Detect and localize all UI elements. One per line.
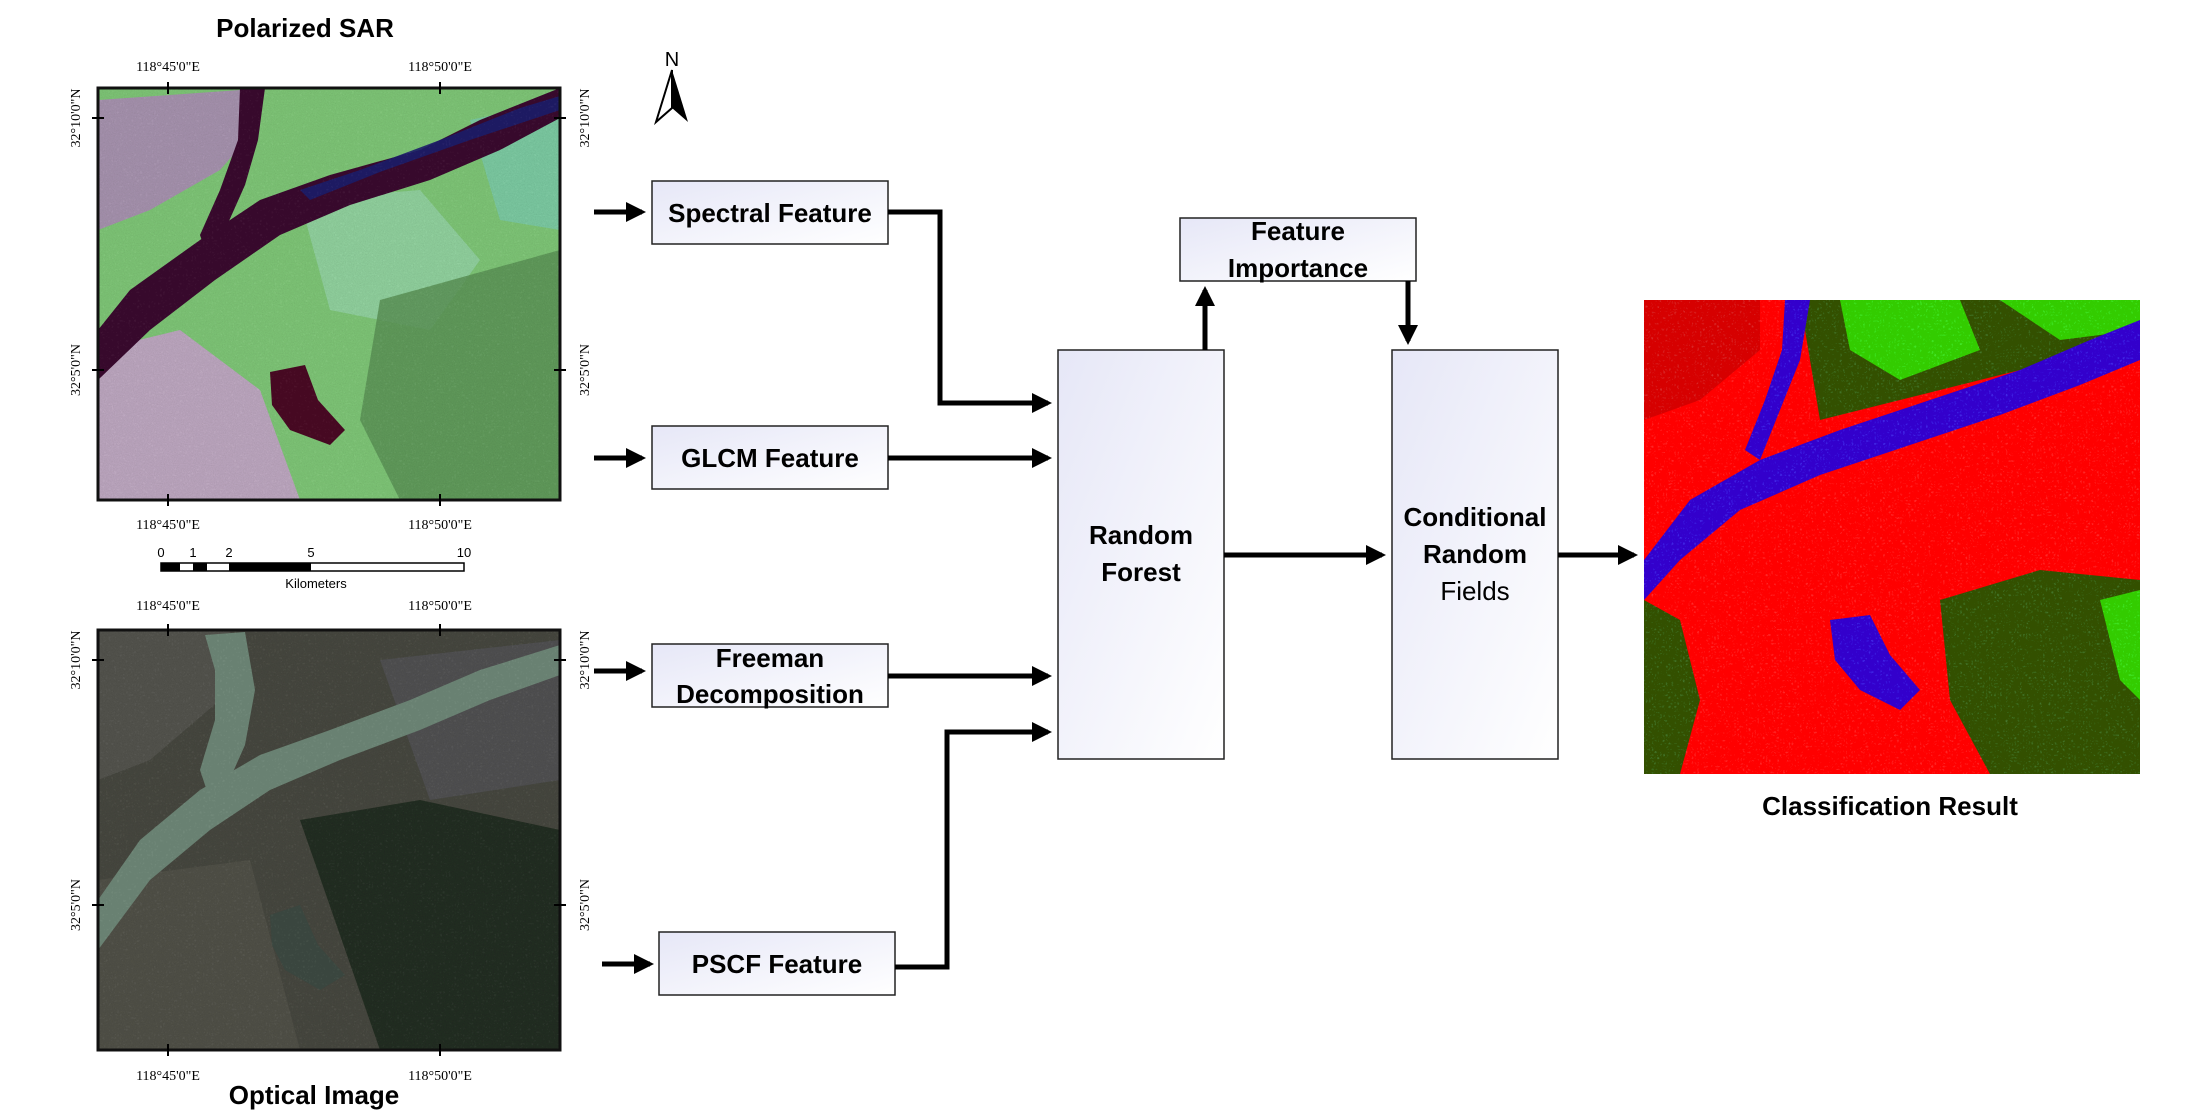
sar-title: Polarized SAR bbox=[216, 13, 394, 43]
optical-map bbox=[92, 624, 566, 1056]
optical-lat-right-top: 32°10'0"N bbox=[578, 631, 593, 690]
optical-lat-right-bottom: 32°5'0"N bbox=[578, 879, 593, 931]
scale-tick-2: 2 bbox=[225, 545, 232, 560]
classification-result-map bbox=[1644, 300, 2140, 774]
optical-lon-top-left: 118°45'0"E bbox=[136, 599, 200, 614]
freeman-decomposition-box: Freeman Decomposition bbox=[651, 643, 889, 709]
sar-lat-right-bottom: 32°5'0"N bbox=[578, 344, 593, 396]
north-label: N bbox=[665, 49, 679, 71]
pscf-feature-box: PSCF Feature bbox=[658, 931, 896, 996]
sar-lon-bottom-left: 118°45'0"E bbox=[136, 518, 200, 533]
spectral-feature-label: Spectral Feature bbox=[668, 198, 872, 228]
sar-lon-bottom-right: 118°50'0"E bbox=[408, 518, 472, 533]
arrow-spectral-to-rf bbox=[888, 209, 1052, 413]
scale-tick-1: 1 bbox=[189, 545, 196, 560]
scale-tick-0: 0 bbox=[157, 545, 164, 560]
sar-lat-left-bottom: 32°5'0"N bbox=[69, 344, 84, 396]
glcm-feature-label: GLCM Feature bbox=[681, 443, 859, 473]
result-title: Classification Result bbox=[1762, 791, 2018, 821]
random-forest-line2: Forest bbox=[1101, 557, 1181, 587]
sar-map bbox=[92, 82, 566, 506]
spectral-feature-box: Spectral Feature bbox=[651, 180, 889, 245]
flow-arrows bbox=[594, 202, 1638, 974]
crf-line2: Random bbox=[1423, 539, 1527, 569]
freeman-label-line2: Decomposition bbox=[676, 679, 864, 709]
optical-lon-bottom-left: 118°45'0"E bbox=[136, 1069, 200, 1084]
north-arrow-icon bbox=[654, 69, 688, 126]
crf-line1: Conditional bbox=[1404, 502, 1547, 532]
feature-importance-line1: Feature bbox=[1251, 216, 1345, 246]
sar-lat-left-top: 32°10'0"N bbox=[69, 89, 84, 148]
pscf-feature-label: PSCF Feature bbox=[692, 949, 863, 979]
optical-lon-top-right: 118°50'0"E bbox=[408, 599, 472, 614]
random-forest-line1: Random bbox=[1089, 520, 1193, 550]
sar-lon-top-right: 118°50'0"E bbox=[408, 60, 472, 75]
optical-lon-bottom-right: 118°50'0"E bbox=[408, 1069, 472, 1084]
sar-lon-top-left: 118°45'0"E bbox=[136, 60, 200, 75]
optical-lat-left-bottom: 32°5'0"N bbox=[69, 879, 84, 931]
optical-title: Optical Image bbox=[229, 1080, 400, 1110]
glcm-feature-box: GLCM Feature bbox=[651, 425, 889, 490]
optical-lat-left-top: 32°10'0"N bbox=[69, 631, 84, 690]
feature-importance-box: Feature Importance bbox=[1179, 216, 1417, 283]
sar-lat-right-top: 32°10'0"N bbox=[578, 89, 593, 148]
crf-line3: Fields bbox=[1440, 576, 1509, 606]
freeman-label-line1: Freeman bbox=[716, 643, 824, 673]
scale-tick-5: 5 bbox=[307, 545, 314, 560]
feature-importance-line2: Importance bbox=[1228, 253, 1368, 283]
arrow-pscf-to-rf bbox=[895, 722, 1052, 970]
scale-tick-10: 10 bbox=[457, 545, 471, 560]
scale-unit: Kilometers bbox=[285, 576, 347, 591]
scale-bar bbox=[160, 562, 465, 572]
crf-box: Conditional Random Fields bbox=[1391, 349, 1559, 760]
random-forest-box: Random Forest bbox=[1057, 349, 1225, 760]
